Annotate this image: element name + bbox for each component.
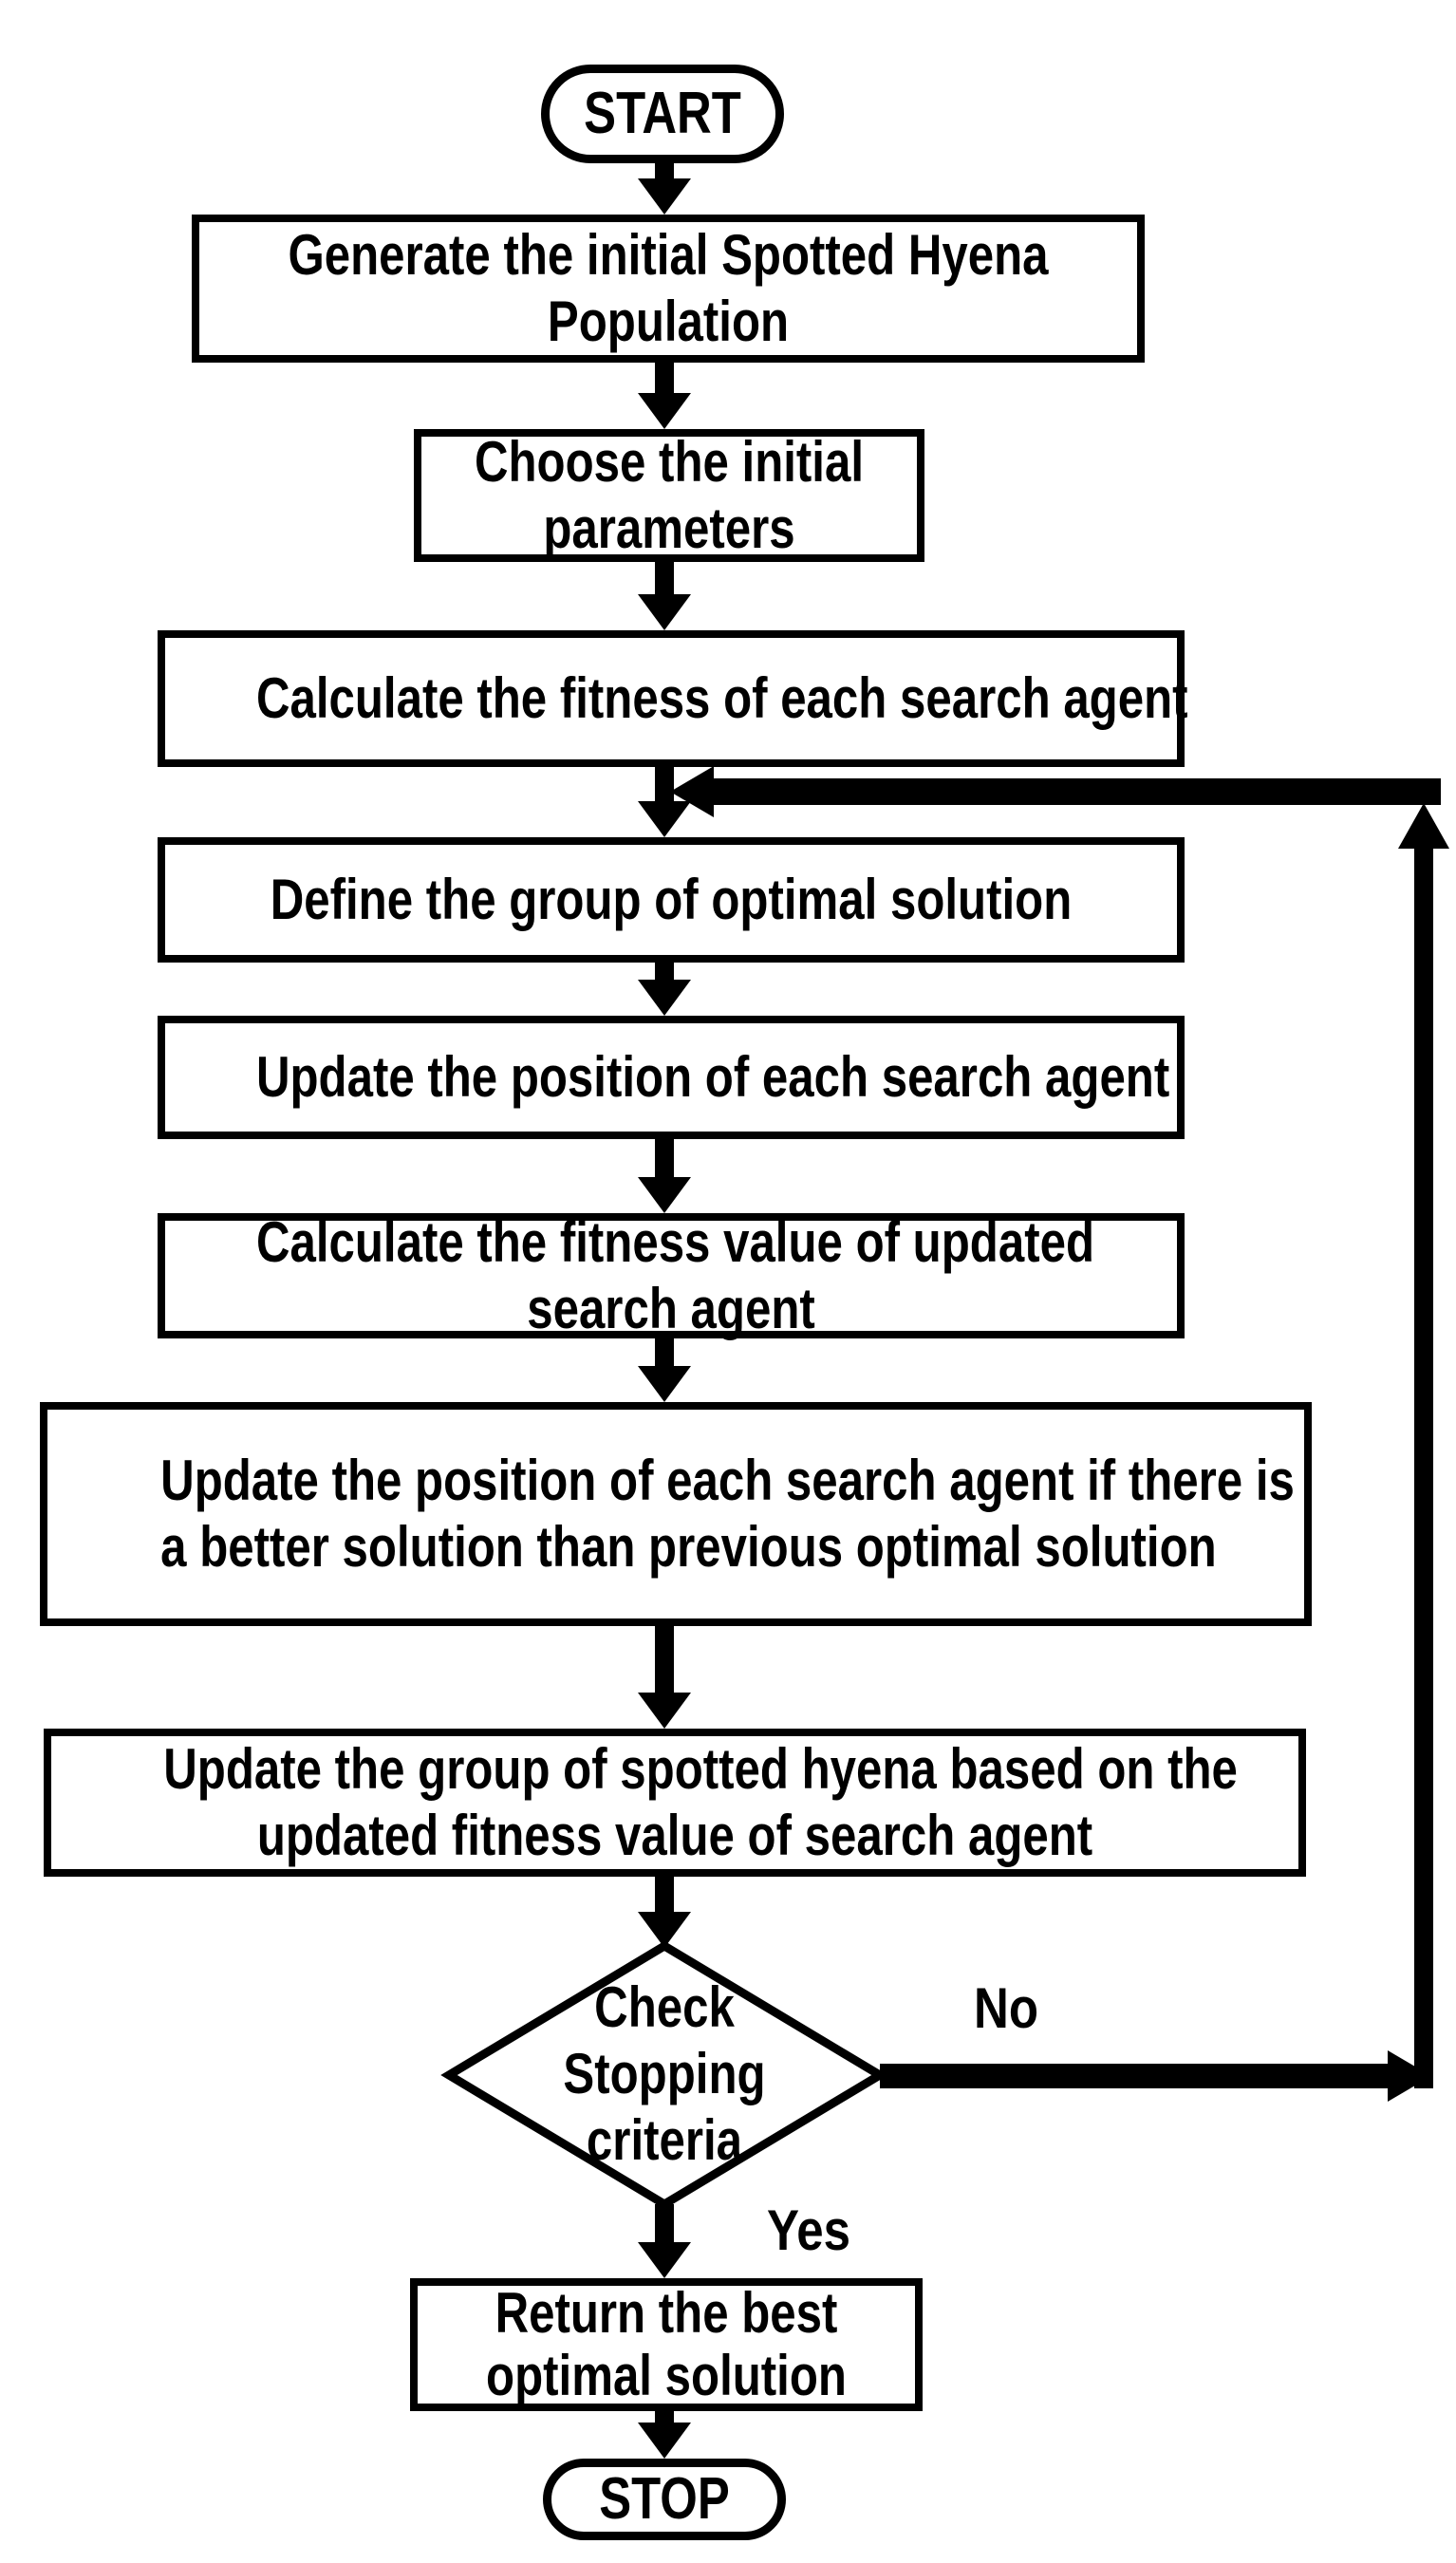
check-stopping-text: Check Stopping criteria — [442, 1974, 887, 2174]
arrow-start-generate-head — [638, 178, 691, 215]
return-best-box: Return the best optimal solution — [410, 2278, 923, 2411]
arrow-update-calcupdated-shaft — [655, 1139, 674, 1179]
arrow-choose-fitness-head — [638, 594, 691, 630]
arrow-choose-fitness-shaft — [655, 562, 674, 596]
loop-right-bar — [1414, 849, 1433, 2088]
arrow-better-group-shaft — [655, 1626, 674, 1694]
arrow-yes-shaft — [655, 2204, 674, 2244]
arrow-generate-choose-head — [638, 393, 691, 429]
box-text-line: optimal solution — [486, 2344, 847, 2407]
box-text-line: Population — [547, 290, 790, 353]
arrow-define-update-shaft — [655, 963, 674, 982]
arrow-return-stop-shaft — [655, 2411, 674, 2424]
box-text-line: a better solution than previous optimal … — [160, 1515, 1217, 1579]
loop-top-bar — [712, 778, 1441, 805]
start-terminator: START — [541, 65, 784, 163]
arrow-update-calcupdated-head — [638, 1177, 691, 1213]
arrow-group-decision-shaft — [655, 1877, 674, 1914]
yes-label: Yes — [767, 2198, 850, 2262]
loop-junction-arrowhead — [670, 766, 714, 817]
box-text-line: Update the position of each search agent… — [160, 1449, 1295, 1512]
diamond-text-line: criteria — [586, 2108, 743, 2172]
box-text-line: Return the best — [495, 2281, 838, 2345]
calculate-updated-fitness-box: Calculate the fitness value of updated s… — [158, 1210, 1185, 1340]
arrow-fitness-define-shaft — [655, 767, 674, 803]
loop-up-arrowhead — [1398, 803, 1449, 849]
arrow-calcupdated-better-head — [638, 1366, 691, 1402]
no-label: No — [974, 1976, 1038, 2040]
stop-label: STOP — [599, 2466, 730, 2532]
box-text-line: Define the group of optimal solution — [270, 868, 1073, 931]
no-branch-bar — [880, 2064, 1388, 2088]
arrow-start-generate-shaft — [655, 163, 674, 180]
diamond-text-line: Check — [594, 1975, 735, 2039]
box-text-line: search agent — [527, 1277, 815, 1340]
arrow-better-group-head — [638, 1693, 691, 1729]
define-group-box: Define the group of optimal solution — [158, 837, 1185, 963]
arrow-return-stop-head — [638, 2423, 691, 2459]
stop-terminator: STOP — [543, 2459, 786, 2540]
box-text-line: Choose the initial — [474, 430, 865, 494]
arrow-define-update-head — [638, 980, 691, 1016]
update-position-box: Update the position of each search agent — [158, 1016, 1185, 1139]
arrow-yes-head — [638, 2242, 691, 2278]
box-text-line: Update the group of spotted hyena based … — [163, 1737, 1238, 1801]
diamond-text-line: Stopping — [563, 2042, 766, 2105]
no-branch-arrowhead — [1388, 2050, 1431, 2102]
calculate-fitness-box: Calculate the fitness of each search age… — [158, 630, 1188, 767]
box-text-line: updated fitness value of search agent — [256, 1804, 1093, 1867]
start-label: START — [584, 81, 741, 146]
box-text-line: Calculate the fitness value of updated — [255, 1210, 1095, 1274]
choose-parameters-box: Choose the initial parameters — [414, 429, 924, 562]
arrow-generate-choose-shaft — [655, 363, 674, 395]
update-position-better-box: Update the position of each search agent… — [40, 1402, 1312, 1626]
generate-population-box: Generate the initial Spotted Hyena Popul… — [192, 215, 1145, 363]
update-group-box: Update the group of spotted hyena based … — [44, 1729, 1306, 1877]
arrow-calcupdated-better-shaft — [655, 1338, 674, 1368]
box-text-line: parameters — [543, 496, 795, 560]
box-text-line: Generate the initial Spotted Hyena — [288, 223, 1049, 287]
box-text-line: Update the position of each search agent — [255, 1045, 1170, 1109]
box-text-line: Calculate the fitness of each search age… — [255, 666, 1188, 730]
